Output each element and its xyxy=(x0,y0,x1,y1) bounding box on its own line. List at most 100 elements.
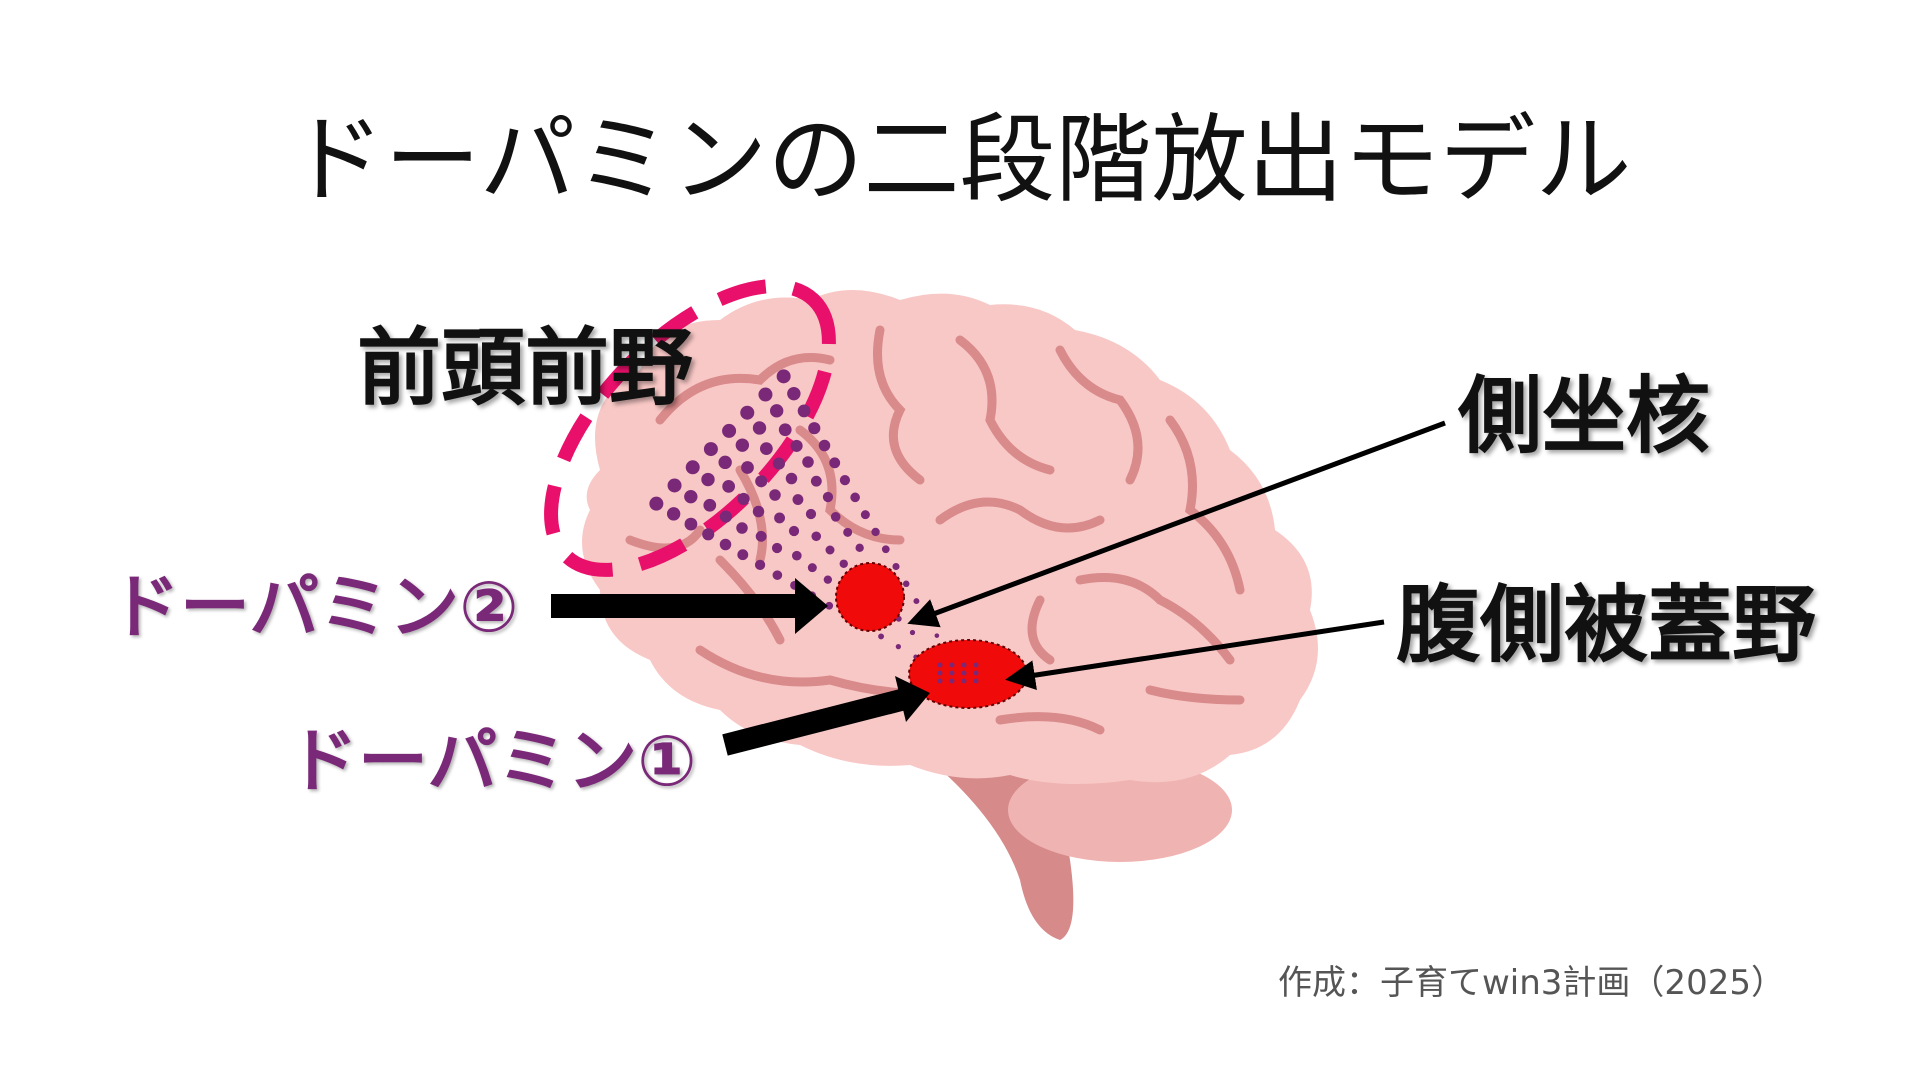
dopamine-dot xyxy=(818,439,831,452)
nucleus-accumbens-pointer xyxy=(907,420,1446,628)
dopamine-dot xyxy=(703,442,718,457)
dopamine-dot xyxy=(772,570,783,580)
dopamine-dot xyxy=(909,629,916,636)
dopamine-2-arrow xyxy=(551,578,828,634)
dopamine-dot xyxy=(684,517,698,531)
dopamine-dot xyxy=(830,511,841,522)
dopamine-dot xyxy=(973,678,979,684)
dopamine-dot xyxy=(797,404,811,418)
dopamine-dot xyxy=(702,528,715,541)
dopamine-dot xyxy=(776,369,791,384)
dopamine-dot xyxy=(961,670,967,676)
dopamine-dot xyxy=(902,580,910,588)
dopamine-dot xyxy=(703,498,717,512)
cerebellum xyxy=(1008,758,1232,862)
dopamine-dot xyxy=(949,662,955,668)
dopamine-dot xyxy=(752,421,767,435)
nucleus-accumbens-label: 側坐核 xyxy=(1458,367,1711,465)
dopamine-2-label: ドーパミン② xyxy=(110,566,519,648)
dopamine-dot xyxy=(829,457,841,469)
dopamine-dot xyxy=(808,422,821,435)
dopamine-dot xyxy=(788,525,800,537)
dopamine-dot xyxy=(973,670,979,676)
prefrontal-highlight-ring xyxy=(544,279,836,577)
dopamine-dot xyxy=(774,512,785,524)
dopamine-dot xyxy=(758,387,773,402)
dopamine-dot xyxy=(787,386,801,401)
dopamine-dot xyxy=(961,678,967,684)
dopamine-dot xyxy=(752,505,765,518)
dopamine-dot xyxy=(892,562,900,571)
dopamine-dot xyxy=(973,662,979,668)
vta-label: 腹側被蓋野 xyxy=(1396,576,1817,674)
dopamine-dot xyxy=(759,442,773,456)
dopamine-dot xyxy=(667,478,682,493)
dopamine-dot xyxy=(684,489,698,504)
dopamine-dot xyxy=(649,496,664,511)
dopamine-dot xyxy=(810,475,822,487)
dopamine-dot xyxy=(785,472,798,485)
dopamine-dot xyxy=(895,644,901,650)
dopamine-1-arrow xyxy=(722,676,930,756)
dopamine-dot xyxy=(666,507,681,521)
dopamine-dot xyxy=(961,662,967,668)
dopamine-dot xyxy=(722,479,736,493)
dopamine-dot xyxy=(771,542,783,554)
page-title: ドーパミンの二段階放出モデル xyxy=(288,104,1632,216)
dopamine-dot xyxy=(937,662,943,668)
dopamine-dot xyxy=(823,575,833,584)
dopamine-dot xyxy=(807,563,817,573)
dopamine-dot xyxy=(913,598,920,605)
nucleus-accumbens-marker xyxy=(835,562,905,632)
dopamine-dot xyxy=(755,475,768,488)
dopamine-dot xyxy=(741,461,754,474)
dopamine-dot xyxy=(855,543,864,553)
dopamine-dot xyxy=(850,492,860,503)
dopamine-dot xyxy=(735,438,750,452)
dopamine-dot xyxy=(718,455,732,470)
dopamine-dot xyxy=(736,522,748,534)
dopamine-dot xyxy=(719,538,732,551)
dopamine-dot xyxy=(811,531,822,542)
vta-pointer xyxy=(1005,619,1385,691)
dopamine-dot xyxy=(769,404,784,418)
dopamine-dot xyxy=(769,489,781,501)
dopamine-dot xyxy=(737,492,750,505)
dopamine-dot xyxy=(843,527,853,537)
dopamine-1-label: ドーパミン① xyxy=(288,720,697,802)
dopamine-dot xyxy=(878,633,885,640)
dopamine-dot xyxy=(791,550,802,561)
dopamine-dot xyxy=(949,670,955,676)
dopamine-dot xyxy=(778,423,792,437)
dopamine-dot xyxy=(790,439,803,452)
dopamine-dot xyxy=(685,460,700,475)
dopamine-dot xyxy=(701,472,715,487)
dopamine-dot xyxy=(860,510,870,520)
dopamine-dot xyxy=(825,545,835,555)
dopamine-dot xyxy=(937,678,943,684)
dopamine-dot xyxy=(839,474,851,486)
dopamine-dot xyxy=(802,456,814,468)
dopamine-dot xyxy=(949,678,955,684)
dopamine-dot xyxy=(722,423,737,438)
dopamine-dot xyxy=(754,559,766,571)
credit-text: 作成：子育てwin3計画（2025） xyxy=(1278,963,1785,1003)
dopamine-dot xyxy=(871,527,880,537)
dopamine-dot-cone xyxy=(649,369,950,670)
dopamine-dot xyxy=(839,559,848,568)
dopamine-dot xyxy=(805,508,817,520)
prefrontal-cortex-label: 前頭前野 xyxy=(357,319,694,417)
dopamine-dot xyxy=(719,510,732,523)
dopamine-dot xyxy=(881,545,890,554)
dopamine-dots-local xyxy=(937,662,979,684)
dopamine-dot xyxy=(772,457,785,470)
dopamine-dot xyxy=(934,633,940,638)
dopamine-dot xyxy=(737,549,749,561)
dopamine-dot xyxy=(755,530,767,542)
dopamine-dot xyxy=(822,491,834,503)
dopamine-dot xyxy=(740,405,755,420)
vta-marker xyxy=(908,639,1028,709)
dopamine-dot xyxy=(937,670,943,676)
